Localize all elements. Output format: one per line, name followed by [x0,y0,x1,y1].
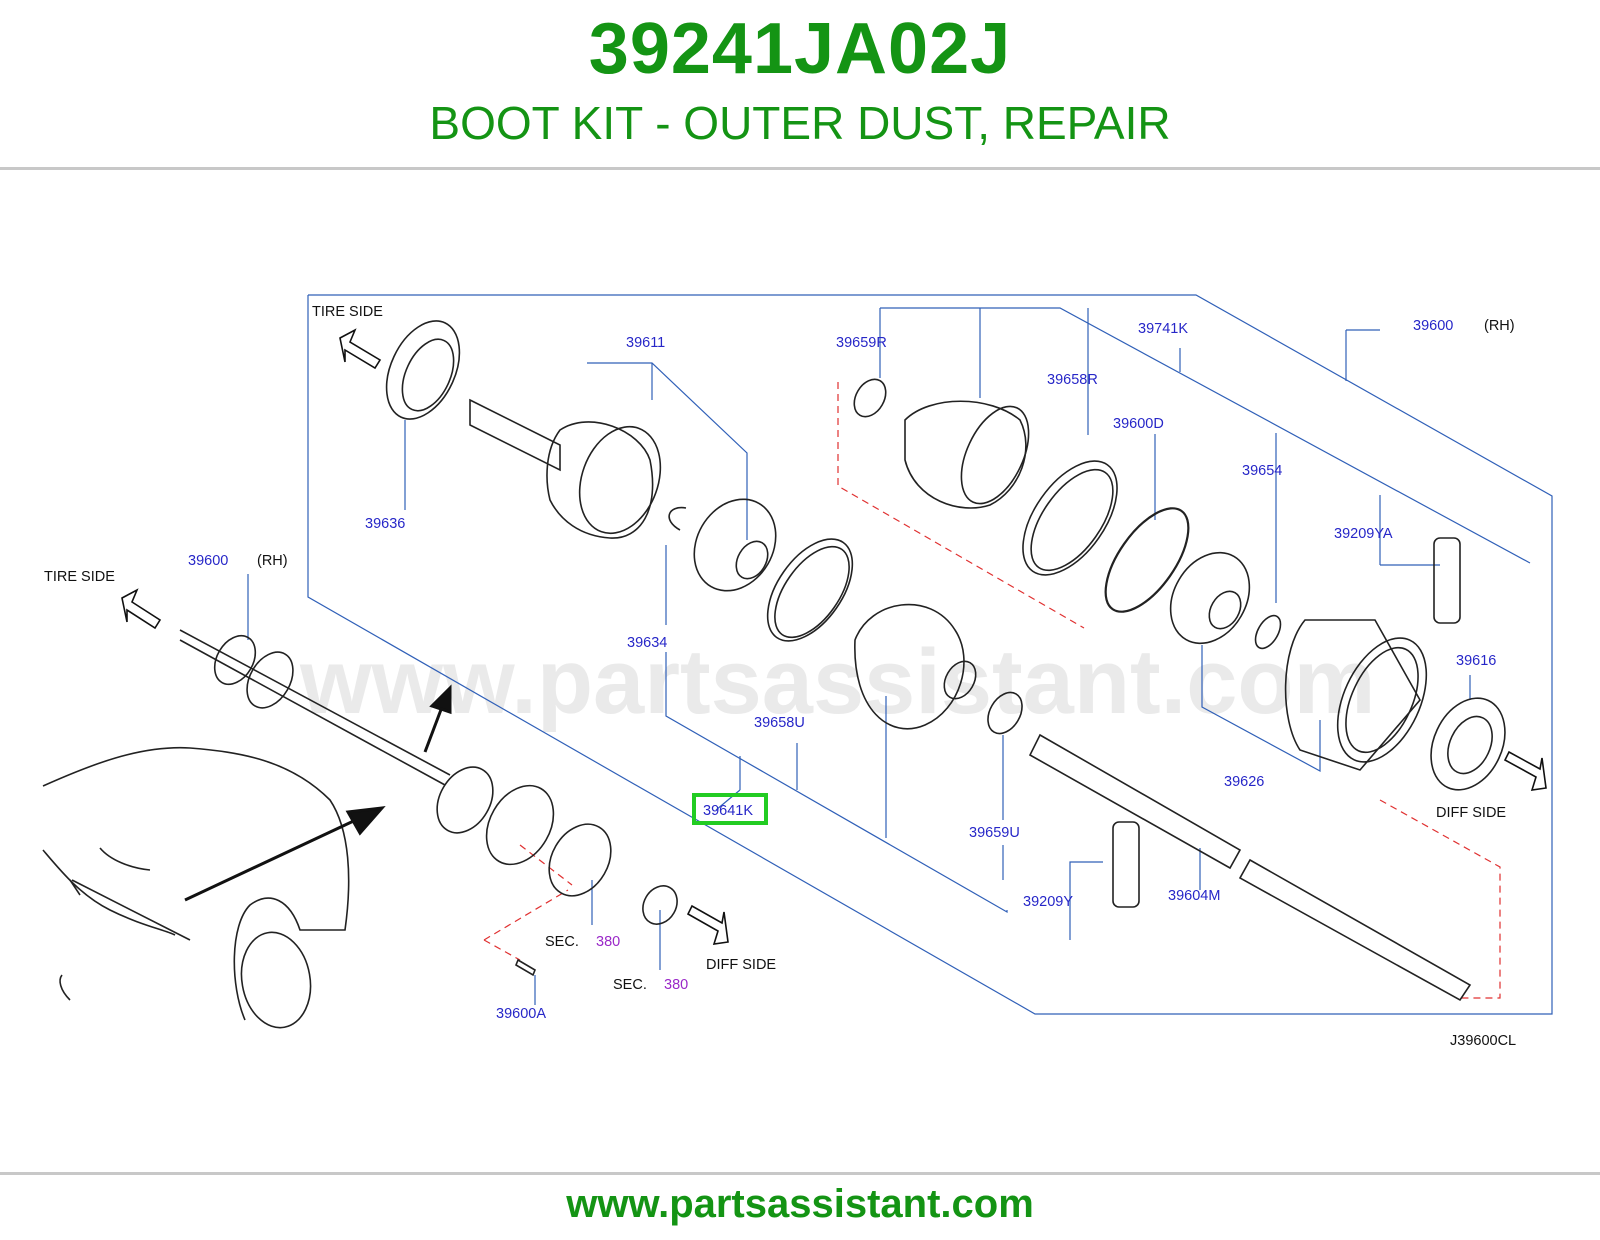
callout-39658R[interactable]: 39658R [1047,372,1098,388]
direction-arrows [184,684,452,902]
component-artwork [42,320,1506,1029]
diagram-code: J39600CL [1450,1033,1516,1049]
footer-divider [0,1172,1600,1175]
callout-39600-left[interactable]: 39600 [188,553,228,569]
callout-39634[interactable]: 39634 [627,635,667,651]
section-ref-label-2: SEC. [613,977,647,993]
hollow-arrows [121,328,1547,945]
watermark-text: www.partsassistant.com [299,631,1375,733]
section-ref-number-1[interactable]: 380 [596,934,620,950]
callout-39626[interactable]: 39626 [1224,774,1264,790]
callout-39600D[interactable]: 39600D [1113,416,1164,432]
section-ref-number-2[interactable]: 380 [664,977,688,993]
callout-39600-right[interactable]: 39600 [1413,318,1453,334]
parts-diagram: www.partsassistant.com [42,294,1553,1049]
rh-label-left: (RH) [257,553,288,569]
callout-39636[interactable]: 39636 [365,516,405,532]
callout-39659U[interactable]: 39659U [969,825,1020,841]
footer-url[interactable]: www.partsassistant.com [566,1182,1034,1226]
callout-39658U[interactable]: 39658U [754,715,805,731]
tire-side-label-top: TIRE SIDE [312,304,383,320]
callout-39209Y[interactable]: 39209Y [1023,894,1073,910]
diff-side-label-bottom: DIFF SIDE [706,957,776,973]
callout-39616[interactable]: 39616 [1456,653,1496,669]
diff-side-label-right: DIFF SIDE [1436,805,1506,821]
callout-39604M[interactable]: 39604M [1168,888,1220,904]
rh-label-right: (RH) [1484,318,1515,334]
callout-39741K[interactable]: 39741K [1138,321,1188,337]
callout-39654[interactable]: 39654 [1242,463,1282,479]
header-divider [0,167,1600,170]
callout-39641K[interactable]: 39641K [703,803,753,819]
part-description: BOOT KIT - OUTER DUST, REPAIR [429,97,1171,149]
callout-39209YA[interactable]: 39209YA [1334,526,1393,542]
highlight-box [692,793,768,825]
callout-39611[interactable]: 39611 [626,335,665,351]
part-number-title: 39241JA02J [588,9,1012,89]
tire-side-label-left: TIRE SIDE [44,569,115,585]
callout-39659R[interactable]: 39659R [836,335,887,351]
callout-39600A[interactable]: 39600A [496,1006,546,1022]
page-header: 39241JA02J BOOT KIT - OUTER DUST, REPAIR [0,0,1600,168]
section-ref-label-1: SEC. [545,934,579,950]
dashed-guides [483,382,1501,999]
assembly-outline [247,294,1553,1015]
